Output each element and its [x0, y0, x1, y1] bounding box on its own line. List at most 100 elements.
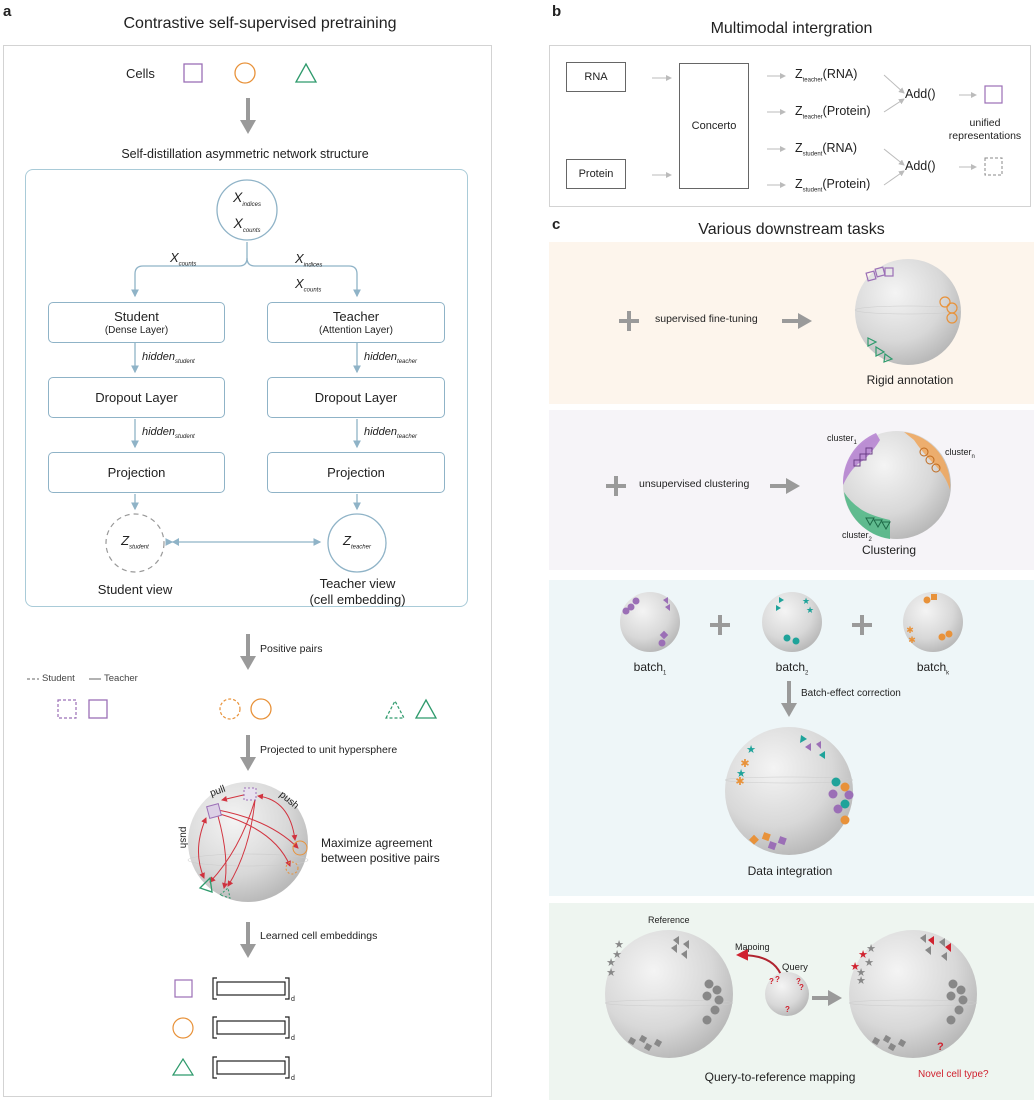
z-student-label: Zstudent	[121, 533, 149, 551]
down-arrow-icon	[240, 634, 256, 670]
svg-text:★: ★	[850, 961, 860, 973]
batch-correction-label: Batch-effect correction	[801, 688, 901, 699]
annotation-result: Rigid annotation	[866, 373, 954, 387]
student-encoder-label: Student	[114, 309, 159, 324]
mapping-result: Query-to-reference mapping	[704, 1070, 856, 1084]
mapped-sphere: ★★★ ★★★ ?	[848, 930, 978, 1058]
batch2-sphere: ★★	[762, 592, 822, 652]
panel-b-frame	[549, 45, 1031, 207]
down-arrow-icon	[240, 922, 256, 958]
batch1-label: batch1	[633, 660, 667, 677]
positive-pair-shapes	[57, 698, 438, 720]
z-teacher-protein: Zteacher(Protein)	[795, 104, 871, 121]
down-arrow-icon	[240, 735, 256, 771]
z-teacher-label: Zteacher	[343, 533, 371, 551]
cluster1-label: cluster1	[827, 433, 857, 446]
projected-label: Projected to unit hypersphere	[260, 744, 398, 756]
svg-text:★: ★	[866, 943, 876, 955]
svg-text:★: ★	[606, 967, 616, 979]
query-sphere: ?????	[765, 972, 809, 1016]
teacher-encoder-label: Teacher	[332, 309, 380, 324]
student-view-label: Student view	[97, 582, 173, 597]
panel-b-arrows	[652, 73, 1003, 188]
svg-text:✱: ✱	[908, 635, 916, 645]
integration-result: Data integration	[747, 864, 833, 878]
panel-b-title: Multimodal intergration	[710, 20, 873, 37]
teacher-square-icon	[206, 803, 222, 819]
orange-circle-icon	[172, 1017, 194, 1039]
maximize-label: Maximize agreement between positive pair…	[321, 836, 440, 865]
unified-teacher-icon	[984, 85, 1003, 104]
add-student: Add()	[905, 159, 936, 173]
student-triangle-icon	[385, 699, 405, 719]
learned-label: Learned cell embeddings	[260, 930, 378, 942]
svg-text:✱: ✱	[735, 776, 744, 788]
svg-text:★: ★	[606, 957, 616, 969]
svg-text:?: ?	[785, 1005, 790, 1014]
network-title: Self-distillation asymmetric network str…	[121, 147, 369, 161]
plus-icon	[852, 615, 872, 635]
student-circle-icon	[285, 861, 299, 875]
svg-text:★: ★	[736, 768, 746, 780]
x-counts-var: X	[233, 214, 243, 231]
clustering-result: Clustering	[862, 543, 917, 557]
x-indices-var: X	[232, 189, 243, 205]
svg-text:★: ★	[806, 605, 814, 615]
svg-text:★: ★	[614, 939, 624, 951]
student-hidden2-label: hiddenstudent	[142, 426, 195, 441]
cluster2-label: cluster2	[842, 530, 872, 543]
network-connectors	[105, 242, 387, 573]
svg-text:★: ★	[802, 596, 810, 606]
green-triangle-icon	[294, 62, 318, 83]
purple-square-icon	[183, 63, 203, 83]
x-counts-sub: counts	[242, 227, 261, 234]
z-teacher-rna: Zteacher(RNA)	[795, 67, 858, 84]
plus-icon	[619, 311, 639, 331]
student-triangle-icon	[218, 887, 231, 899]
student-hidden1-label: hiddenstudent	[142, 351, 195, 366]
teacher-hidden1-label: hiddenteacher	[364, 351, 418, 366]
svg-text:★: ★	[856, 967, 866, 979]
teacher-square-icon	[88, 699, 108, 719]
orange-circle-icon	[234, 62, 256, 84]
student-square-icon	[243, 787, 257, 801]
svg-text:★: ★	[746, 744, 756, 756]
add-teacher: Add()	[905, 87, 936, 101]
push-left-label: push	[177, 826, 189, 849]
arrowhead-left-icon	[172, 538, 179, 546]
clustern-label: clustern	[945, 447, 975, 460]
svg-text:✱: ✱	[740, 758, 749, 770]
legend	[27, 678, 101, 680]
svg-text:★: ★	[864, 957, 874, 969]
dim-label-3: d	[291, 1075, 295, 1082]
down-arrow-icon	[240, 98, 256, 134]
z-student-rna: Zstudent(RNA)	[795, 141, 858, 158]
query-label: Query	[782, 962, 808, 973]
teacher-encoder-box: Teacher (Attention Layer)	[267, 302, 445, 343]
batchk-sphere: ✱✱	[903, 592, 963, 652]
protein-input-box: Protein	[566, 159, 626, 189]
teacher-dropout-box: Dropout Layer	[267, 377, 445, 418]
annotation-method: supervised fine-tuning	[655, 313, 758, 325]
z-student-node	[105, 513, 165, 573]
svg-text:★: ★	[612, 949, 622, 961]
teacher-triangle-icon	[414, 698, 438, 719]
clustering-sphere	[842, 431, 951, 539]
panel-a-frame	[3, 45, 492, 1097]
batchk-label: batchk	[916, 660, 950, 677]
clustering-method: unsupervised clustering	[639, 478, 750, 490]
svg-text:?: ?	[775, 975, 780, 984]
teacher-circle-icon	[292, 840, 308, 856]
cells-label: Cells	[126, 66, 155, 81]
panel-c-letter: c	[552, 216, 561, 233]
teacher-triangle-icon	[198, 876, 213, 893]
legend-student: Student	[42, 673, 75, 684]
teacher-projection-box: Projection	[267, 452, 445, 493]
unified-label: unified representations	[948, 117, 1022, 142]
panel-b-letter: b	[552, 3, 562, 20]
reference-label: Reference	[648, 915, 690, 925]
cells-shapes	[183, 62, 318, 84]
x-indices-sub: indices	[242, 201, 262, 208]
novel-question-icon: ?	[937, 1041, 944, 1053]
unified-student-icon	[984, 157, 1003, 176]
